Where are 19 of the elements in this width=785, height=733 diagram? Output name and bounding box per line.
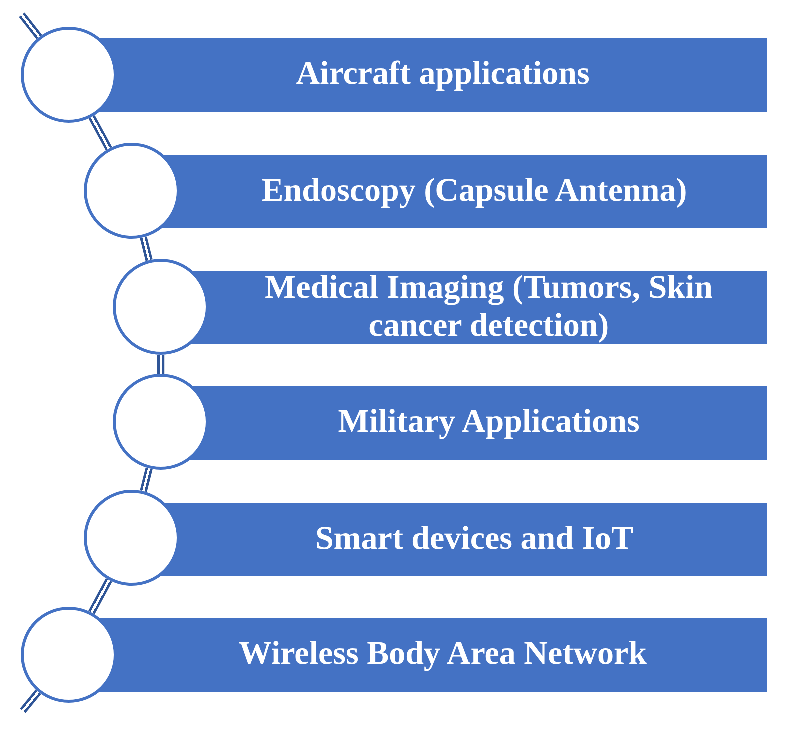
application-band xyxy=(189,386,767,460)
double-line-connector xyxy=(19,12,42,40)
application-band xyxy=(160,503,767,576)
band-label: Medical Imaging (Tumors, Skin cancer detection) xyxy=(264,270,714,345)
band-label: Smart devices and IoT xyxy=(315,520,634,558)
double-line-connector xyxy=(140,468,153,492)
application-band xyxy=(161,155,767,228)
band-label: Military Applications xyxy=(338,404,640,442)
application-band xyxy=(98,38,767,112)
band-label: Aircraft applications xyxy=(296,56,590,94)
band-label: Wireless Body Area Network xyxy=(239,636,647,674)
double-line-connector xyxy=(88,578,112,614)
band-label: Endoscopy (Capsule Antenna) xyxy=(262,172,688,210)
double-line-connector xyxy=(20,690,42,714)
double-line-connector xyxy=(157,355,165,374)
application-band xyxy=(98,618,767,692)
application-band xyxy=(190,271,767,344)
double-line-connector xyxy=(88,115,112,151)
double-line-connector xyxy=(140,236,153,262)
